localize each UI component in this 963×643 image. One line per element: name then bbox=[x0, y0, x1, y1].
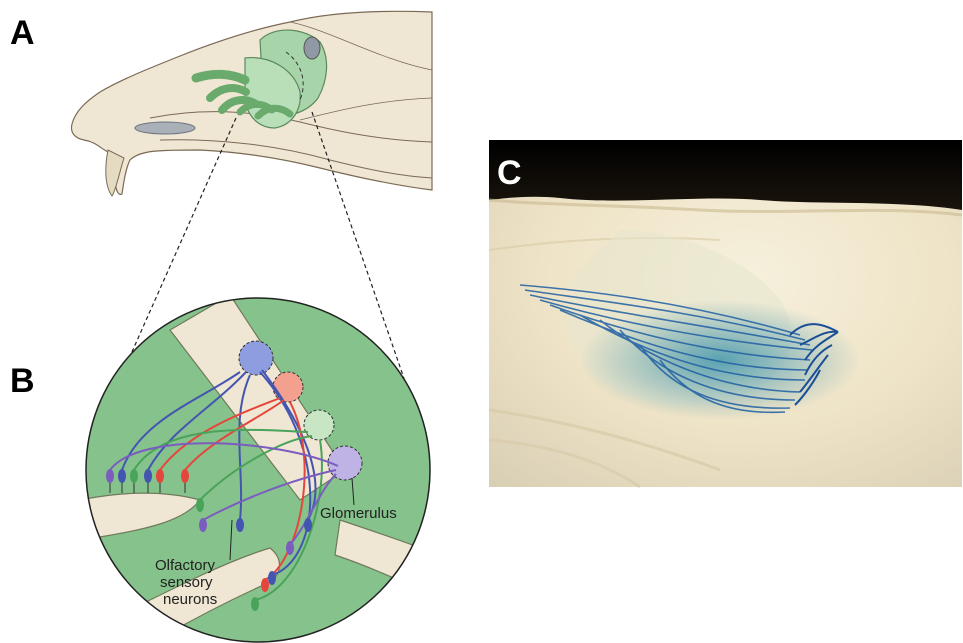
osn-label-line1: Olfactory bbox=[155, 557, 216, 574]
osn-label-line2: sensory bbox=[160, 574, 213, 591]
panel-letter-b: B bbox=[10, 362, 35, 400]
panel-a-skull-illustration bbox=[72, 11, 433, 196]
panel-letter-c: C bbox=[497, 154, 522, 192]
panel-letter-a: A bbox=[10, 14, 35, 52]
panel-c-stained-tissue-photo bbox=[489, 140, 962, 487]
panel-b-magnified-circle: Glomerulus Olfactory sensory neurons bbox=[80, 260, 440, 643]
osn-label-line3: neurons bbox=[163, 591, 217, 608]
glomerulus-label: Glomerulus bbox=[320, 505, 397, 522]
